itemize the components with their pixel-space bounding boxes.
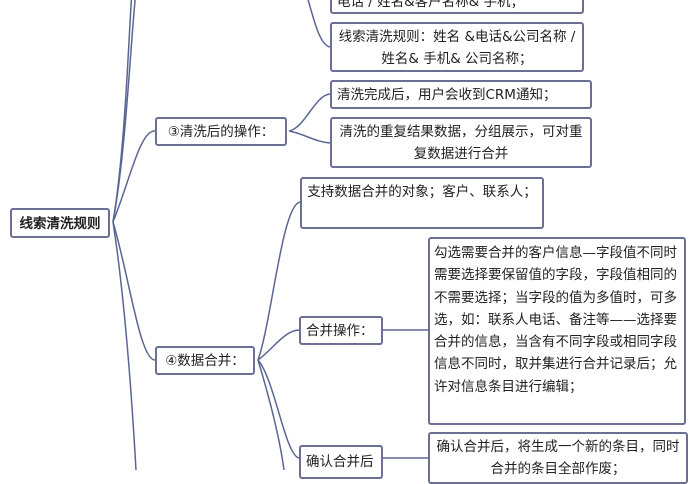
duplicate-results-node[interactable]: 清洗的重复结果数据，分组展示，可对重复数据进行合并 [330,117,592,168]
crm-notification-node[interactable]: 清洗完成后，用户会收到CRM通知； [330,80,592,109]
branch-after-cleaning[interactable]: ③清洗后的操作： [155,117,287,146]
connector-lines [112,0,428,470]
confirm-merge-detail[interactable]: 确认合并后，将生成一个新的条目，同时合并的条目全部作废； [428,432,688,484]
merge-operation-detail[interactable]: 勾选需要合并的客户信息—字段值不同时需要选择要保留值的字段，字段值相同的不需要选… [428,237,686,425]
branch-data-merge[interactable]: ④数据合并： [155,346,255,375]
merge-objects-node[interactable]: 支持数据合并的对象；客户、联系人； [300,177,544,229]
root-node[interactable]: 线索清洗规则 [10,208,110,238]
confirm-merge-node[interactable]: 确认合并后 [299,445,383,479]
merge-operation-node[interactable]: 合并操作： [299,316,383,345]
top-node-partial[interactable]: 电话 / 姓名&客户名称& 手机； [330,0,584,14]
lead-cleaning-rule-node[interactable]: 线索清洗规则：姓名 &电话&公司名称 / 姓名& 手机& 公司名称； [330,22,584,72]
